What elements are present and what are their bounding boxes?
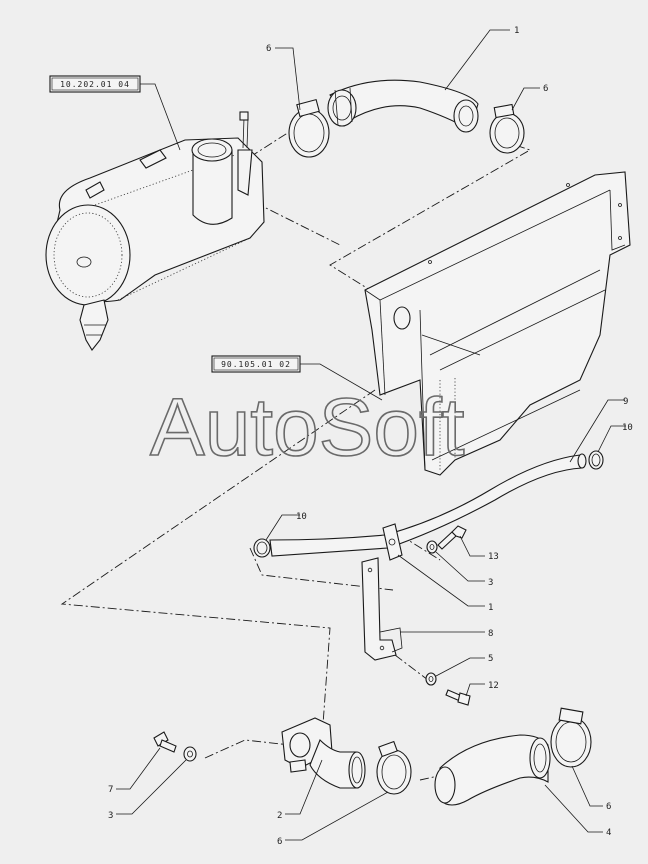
clamp-upper-right[interactable] xyxy=(489,103,525,154)
bracket-8[interactable] xyxy=(361,557,403,661)
ref-box-air-filter[interactable]: 10.202.01 04 xyxy=(49,75,141,93)
screw-12[interactable] xyxy=(445,689,471,706)
frame[interactable] xyxy=(364,171,631,476)
callout-13: 13 xyxy=(488,552,499,562)
clamp-6-low-right[interactable] xyxy=(550,707,592,768)
callout-7: 7 xyxy=(108,785,113,795)
leader-lines xyxy=(116,29,626,841)
clamp-10-left[interactable] xyxy=(253,538,271,558)
washer-3-mid[interactable] xyxy=(426,540,438,554)
callout-1-mid: 1 xyxy=(488,603,493,613)
callout-12: 12 xyxy=(488,681,499,691)
hose-4[interactable] xyxy=(434,734,551,806)
callout-1-upper: 1 xyxy=(514,26,519,36)
ref-air-filter-text: 10.202.01 04 xyxy=(60,80,130,89)
watermark: AutoSoft xyxy=(150,382,465,473)
ref-box-frame[interactable]: 90.105.01 02 xyxy=(211,355,301,373)
callout-5: 5 xyxy=(488,654,493,664)
hose-upper[interactable] xyxy=(327,79,479,133)
screw-7[interactable] xyxy=(153,731,177,753)
callout-numbers: 1 6 6 9 10 10 13 3 1 8 5 12 7 3 2 6 6 4 xyxy=(108,26,633,847)
callout-10-right: 10 xyxy=(622,423,633,433)
callout-6-upper-right: 6 xyxy=(543,84,548,94)
callout-2: 2 xyxy=(277,811,282,821)
clamp-upper-left[interactable] xyxy=(288,98,330,158)
callout-6-upper-left: 6 xyxy=(266,44,271,54)
callout-3-mid: 3 xyxy=(488,578,493,588)
callout-6-low-left: 6 xyxy=(277,837,282,847)
clamp-10-right[interactable] xyxy=(588,450,604,470)
callout-9: 9 xyxy=(623,397,628,407)
clamp-1-mid[interactable] xyxy=(382,523,403,561)
elbow-2[interactable] xyxy=(281,717,366,789)
washer-3-low[interactable] xyxy=(183,746,197,762)
assembly-lines xyxy=(60,107,532,781)
screw-13[interactable] xyxy=(437,525,467,550)
callout-3-low: 3 xyxy=(108,811,113,821)
ref-frame-text: 90.105.01 02 xyxy=(221,360,291,369)
callout-8: 8 xyxy=(488,629,493,639)
clamp-6-low-left[interactable] xyxy=(376,740,412,795)
air-filter[interactable] xyxy=(45,111,265,351)
washer-5[interactable] xyxy=(425,672,437,686)
callout-4: 4 xyxy=(606,828,611,838)
callout-6-low-right: 6 xyxy=(606,802,611,812)
callout-10-left: 10 xyxy=(296,512,307,522)
